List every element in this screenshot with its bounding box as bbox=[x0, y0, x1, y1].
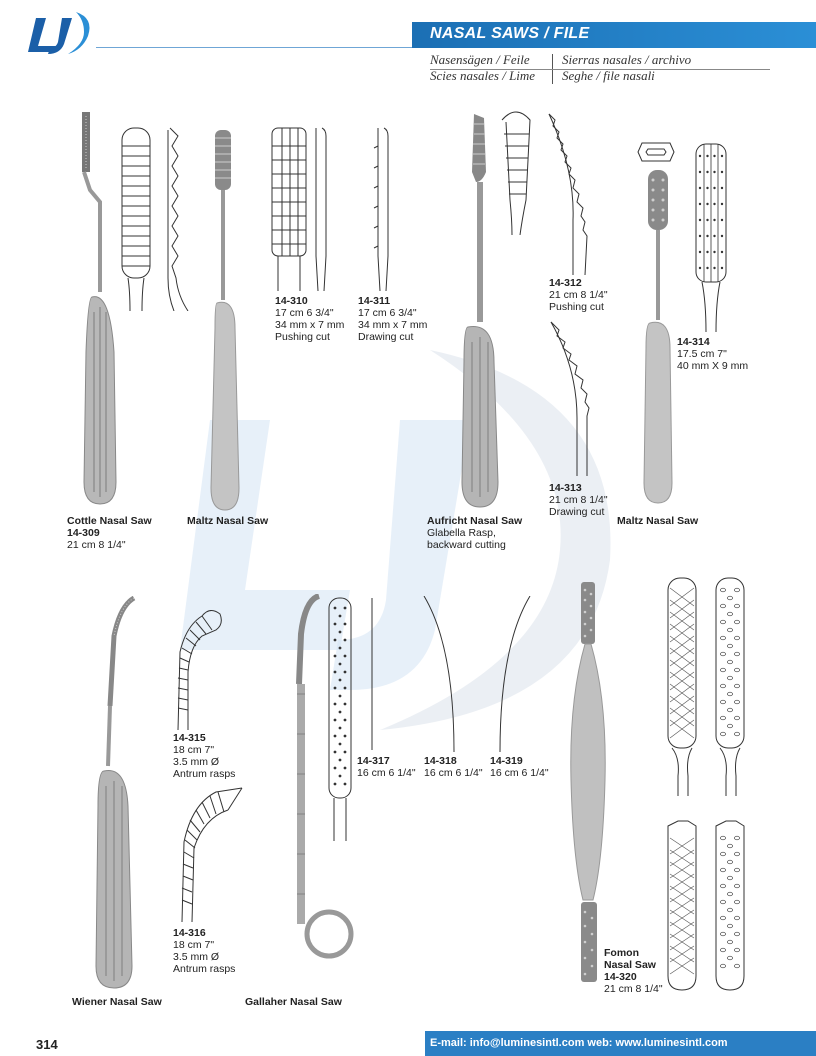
caption-14-311: 14-311 17 cm 6 3/4" 34 mm x 7 mm Drawing… bbox=[358, 295, 427, 343]
product-cut: Drawing cut bbox=[549, 506, 605, 518]
aufricht-saw-detail bbox=[501, 111, 531, 235]
product-name: Cottle Nasal Saw bbox=[67, 515, 152, 527]
caption-14-309: Cottle Nasal Saw 14-309 21 cm 8 1/4" bbox=[67, 515, 152, 551]
product-dimensions: 34 mm x 7 mm bbox=[275, 319, 345, 331]
caption-14-316: 14-316 18 cm 7" 3.5 mm Ø Antrum rasps bbox=[173, 927, 235, 975]
subtitle-fr: Scies nasales / Lime bbox=[430, 68, 536, 83]
saw-14-313-detail bbox=[550, 321, 590, 476]
caption-14-318: 14-318 16 cm 6 1/4" bbox=[424, 755, 483, 779]
product-size: 16 cm 6 1/4" bbox=[357, 767, 416, 779]
product-cut: Pushing cut bbox=[549, 301, 604, 313]
maltz-saw-image bbox=[210, 130, 240, 511]
product-code: 14-309 bbox=[67, 527, 100, 539]
product-size: 18 cm 7" bbox=[173, 939, 215, 951]
saw-14-318-profile bbox=[423, 596, 455, 752]
subtitle-it: Seghe / file nasali bbox=[562, 68, 655, 83]
product-name: Maltz Nasal Saw bbox=[187, 515, 269, 527]
product-dimensions: 40 mm X 9 mm bbox=[677, 360, 749, 372]
subtitle-de: Nasensägen / Feile bbox=[430, 52, 530, 67]
product-code: 14-318 bbox=[424, 755, 457, 767]
product-size: 21 cm 8 1/4" bbox=[67, 539, 126, 551]
caption-14-314: 14-314 17.5 cm 7" 40 mm X 9 mm bbox=[677, 336, 748, 372]
product-size: 16 cm 6 1/4" bbox=[424, 767, 483, 779]
product-desc: Antrum rasps bbox=[173, 963, 236, 975]
cottle-saw-image bbox=[82, 112, 117, 505]
gallaher-saw-detail bbox=[328, 597, 352, 841]
saw-14-314-detail bbox=[695, 143, 727, 332]
caption-maltz-1: Maltz Nasal Saw bbox=[187, 515, 268, 527]
footer-bar bbox=[425, 1031, 816, 1056]
product-dimensions: 34 mm x 7 mm bbox=[358, 319, 428, 331]
product-size: 21 cm 8 1/4" bbox=[549, 289, 608, 301]
product-size: 17 cm 6 3/4" bbox=[275, 307, 334, 319]
product-desc-2: backward cutting bbox=[427, 539, 506, 551]
product-name: Wiener Nasal Saw bbox=[72, 996, 162, 1008]
saw-14-311-detail bbox=[373, 127, 389, 291]
product-size: 16 cm 6 1/4" bbox=[490, 767, 549, 779]
caption-wiener: Wiener Nasal Saw bbox=[72, 996, 162, 1008]
product-code: 14-315 bbox=[173, 732, 206, 744]
product-code: 14-319 bbox=[490, 755, 523, 767]
product-code: 14-314 bbox=[677, 336, 710, 348]
rasp-14-316-detail bbox=[181, 787, 243, 922]
contact-info: E-mail: info@luminesintl.com web: www.lu… bbox=[430, 1037, 728, 1049]
product-dimensions: 3.5 mm Ø bbox=[173, 756, 220, 768]
saw-14-312-detail bbox=[548, 113, 588, 275]
caption-14-310: 14-310 17 cm 6 3/4" 34 mm x 7 mm Pushing… bbox=[275, 295, 344, 343]
caption-14-312: 14-312 21 cm 8 1/4" Pushing cut bbox=[549, 277, 608, 313]
caption-gallaher: Gallaher Nasal Saw bbox=[245, 996, 342, 1008]
product-size: 17 cm 6 3/4" bbox=[358, 307, 417, 319]
product-cut: Pushing cut bbox=[275, 331, 330, 343]
product-name: Gallaher Nasal Saw bbox=[245, 996, 342, 1008]
product-code: 14-320 bbox=[604, 971, 637, 983]
product-code: 14-311 bbox=[358, 295, 391, 307]
caption-maltz-2: Maltz Nasal Saw bbox=[617, 515, 698, 527]
product-desc: Antrum rasps bbox=[173, 768, 236, 780]
product-code: 14-310 bbox=[275, 295, 308, 307]
product-code: 14-316 bbox=[173, 927, 206, 939]
aufricht-saw-image bbox=[461, 114, 499, 508]
page-title: NASAL SAWS / FILE bbox=[430, 25, 590, 42]
product-size: 18 cm 7" bbox=[173, 744, 215, 756]
caption-14-313: 14-313 21 cm 8 1/4" Drawing cut bbox=[549, 482, 608, 518]
saw-14-314-cross-section bbox=[637, 142, 675, 162]
caption-fomon: Fomon Nasal Saw 14-320 21 cm 8 1/4" bbox=[604, 947, 663, 995]
product-name: Aufricht Nasal Saw bbox=[427, 515, 523, 527]
product-size: 21 cm 8 1/4" bbox=[549, 494, 608, 506]
product-code: 14-312 bbox=[549, 277, 582, 289]
product-cut: Drawing cut bbox=[358, 331, 414, 343]
gallaher-saw-image bbox=[296, 594, 354, 959]
product-desc-1: Glabella Rasp, bbox=[427, 527, 496, 539]
product-name-1: Fomon bbox=[604, 947, 639, 959]
product-name-2: Nasal Saw bbox=[604, 959, 656, 971]
subtitle-rule bbox=[430, 69, 770, 70]
wiener-saw-image bbox=[95, 596, 136, 989]
caption-14-315: 14-315 18 cm 7" 3.5 mm Ø Antrum rasps bbox=[173, 732, 235, 780]
saw-14-310-detail bbox=[271, 127, 327, 291]
product-code: 14-317 bbox=[357, 755, 390, 767]
rasp-14-315-detail bbox=[177, 610, 222, 730]
subtitle-es: Sierras nasales / archivo bbox=[562, 52, 692, 67]
caption-aufricht: Aufricht Nasal Saw Glabella Rasp, backwa… bbox=[427, 515, 522, 551]
title-bar bbox=[412, 22, 816, 48]
product-name: Maltz Nasal Saw bbox=[617, 515, 699, 527]
cottle-saw-detail bbox=[121, 127, 189, 311]
product-size: 17.5 cm 7" bbox=[677, 348, 727, 360]
fomon-saw-detail-right bbox=[715, 577, 745, 991]
header-rule bbox=[96, 47, 412, 48]
fomon-saw-detail-left bbox=[667, 577, 697, 991]
product-size: 21 cm 8 1/4" bbox=[604, 983, 663, 995]
maltz-saw-2-image bbox=[643, 170, 673, 504]
page-number: 314 bbox=[36, 1037, 58, 1052]
saw-14-317-profile bbox=[371, 598, 373, 750]
caption-14-317: 14-317 16 cm 6 1/4" bbox=[357, 755, 416, 779]
fomon-saw-image bbox=[570, 582, 606, 982]
company-logo bbox=[28, 12, 90, 54]
product-dimensions: 3.5 mm Ø bbox=[173, 951, 220, 963]
caption-14-319: 14-319 16 cm 6 1/4" bbox=[490, 755, 549, 779]
product-code: 14-313 bbox=[549, 482, 582, 494]
saw-14-319-profile bbox=[499, 596, 531, 752]
